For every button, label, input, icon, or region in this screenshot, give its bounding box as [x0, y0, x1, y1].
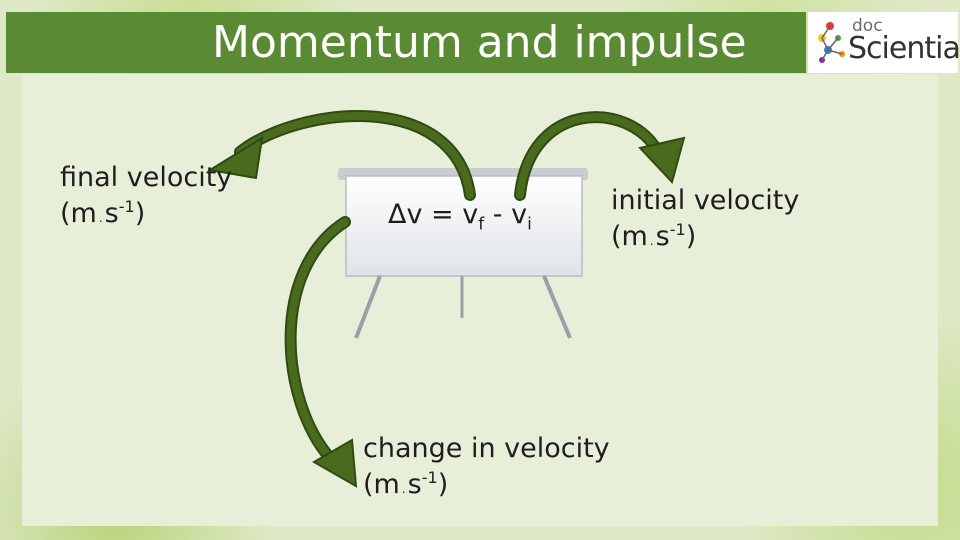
unit-open: (m — [60, 198, 97, 229]
final-velocity-unit: (m.s-1) — [60, 196, 232, 236]
unit-close: ) — [134, 198, 146, 229]
change-in-velocity-label: change in velocity (m.s-1) — [363, 431, 610, 507]
logo — [808, 12, 958, 73]
equation-lhs: Δv = v — [388, 199, 479, 230]
change-in-velocity-text: change in velocity — [363, 433, 610, 464]
initial-velocity-label: initial velocity (m.s-1) — [611, 183, 799, 259]
unit-s: s — [104, 198, 119, 229]
change-in-velocity-unit: (m.s-1) — [363, 467, 610, 507]
unit-dot: . — [401, 482, 406, 496]
arrow-to-final-velocity — [207, 110, 476, 201]
logo-name-text: Scientia — [848, 31, 960, 66]
final-velocity-text: final velocity — [60, 162, 233, 193]
title-bar — [6, 12, 806, 73]
unit-dot: . — [649, 234, 654, 248]
initial-velocity-text: initial velocity — [611, 185, 800, 216]
unit-s: s — [407, 469, 422, 500]
initial-velocity-unit: (m.s-1) — [611, 219, 799, 259]
unit-close: ) — [437, 469, 449, 500]
equation-sub-f: f — [478, 214, 485, 235]
unit-close: ) — [685, 221, 697, 252]
flip-chart-easel — [338, 168, 588, 339]
unit-exponent: -1 — [421, 468, 438, 487]
unit-exponent: -1 — [669, 220, 686, 239]
content-panel — [22, 74, 938, 526]
arrow-to-initial-velocity — [514, 111, 686, 201]
slide-title: Momentum and impulse — [212, 17, 747, 68]
equation-sub-i: i — [527, 214, 532, 235]
unit-s: s — [655, 221, 670, 252]
velocity-equation: Δv = vf - vi — [388, 199, 532, 233]
unit-exponent: -1 — [118, 197, 135, 216]
molecule-icon — [818, 22, 845, 63]
unit-open: (m — [363, 469, 400, 500]
unit-dot: . — [98, 211, 103, 225]
final-velocity-label: final velocity (m.s-1) — [60, 160, 232, 236]
logo-doc-text: doc — [852, 16, 883, 36]
unit-open: (m — [611, 221, 648, 252]
equation-mid: - v — [484, 199, 528, 230]
arrow-to-change-in-velocity — [284, 216, 358, 488]
